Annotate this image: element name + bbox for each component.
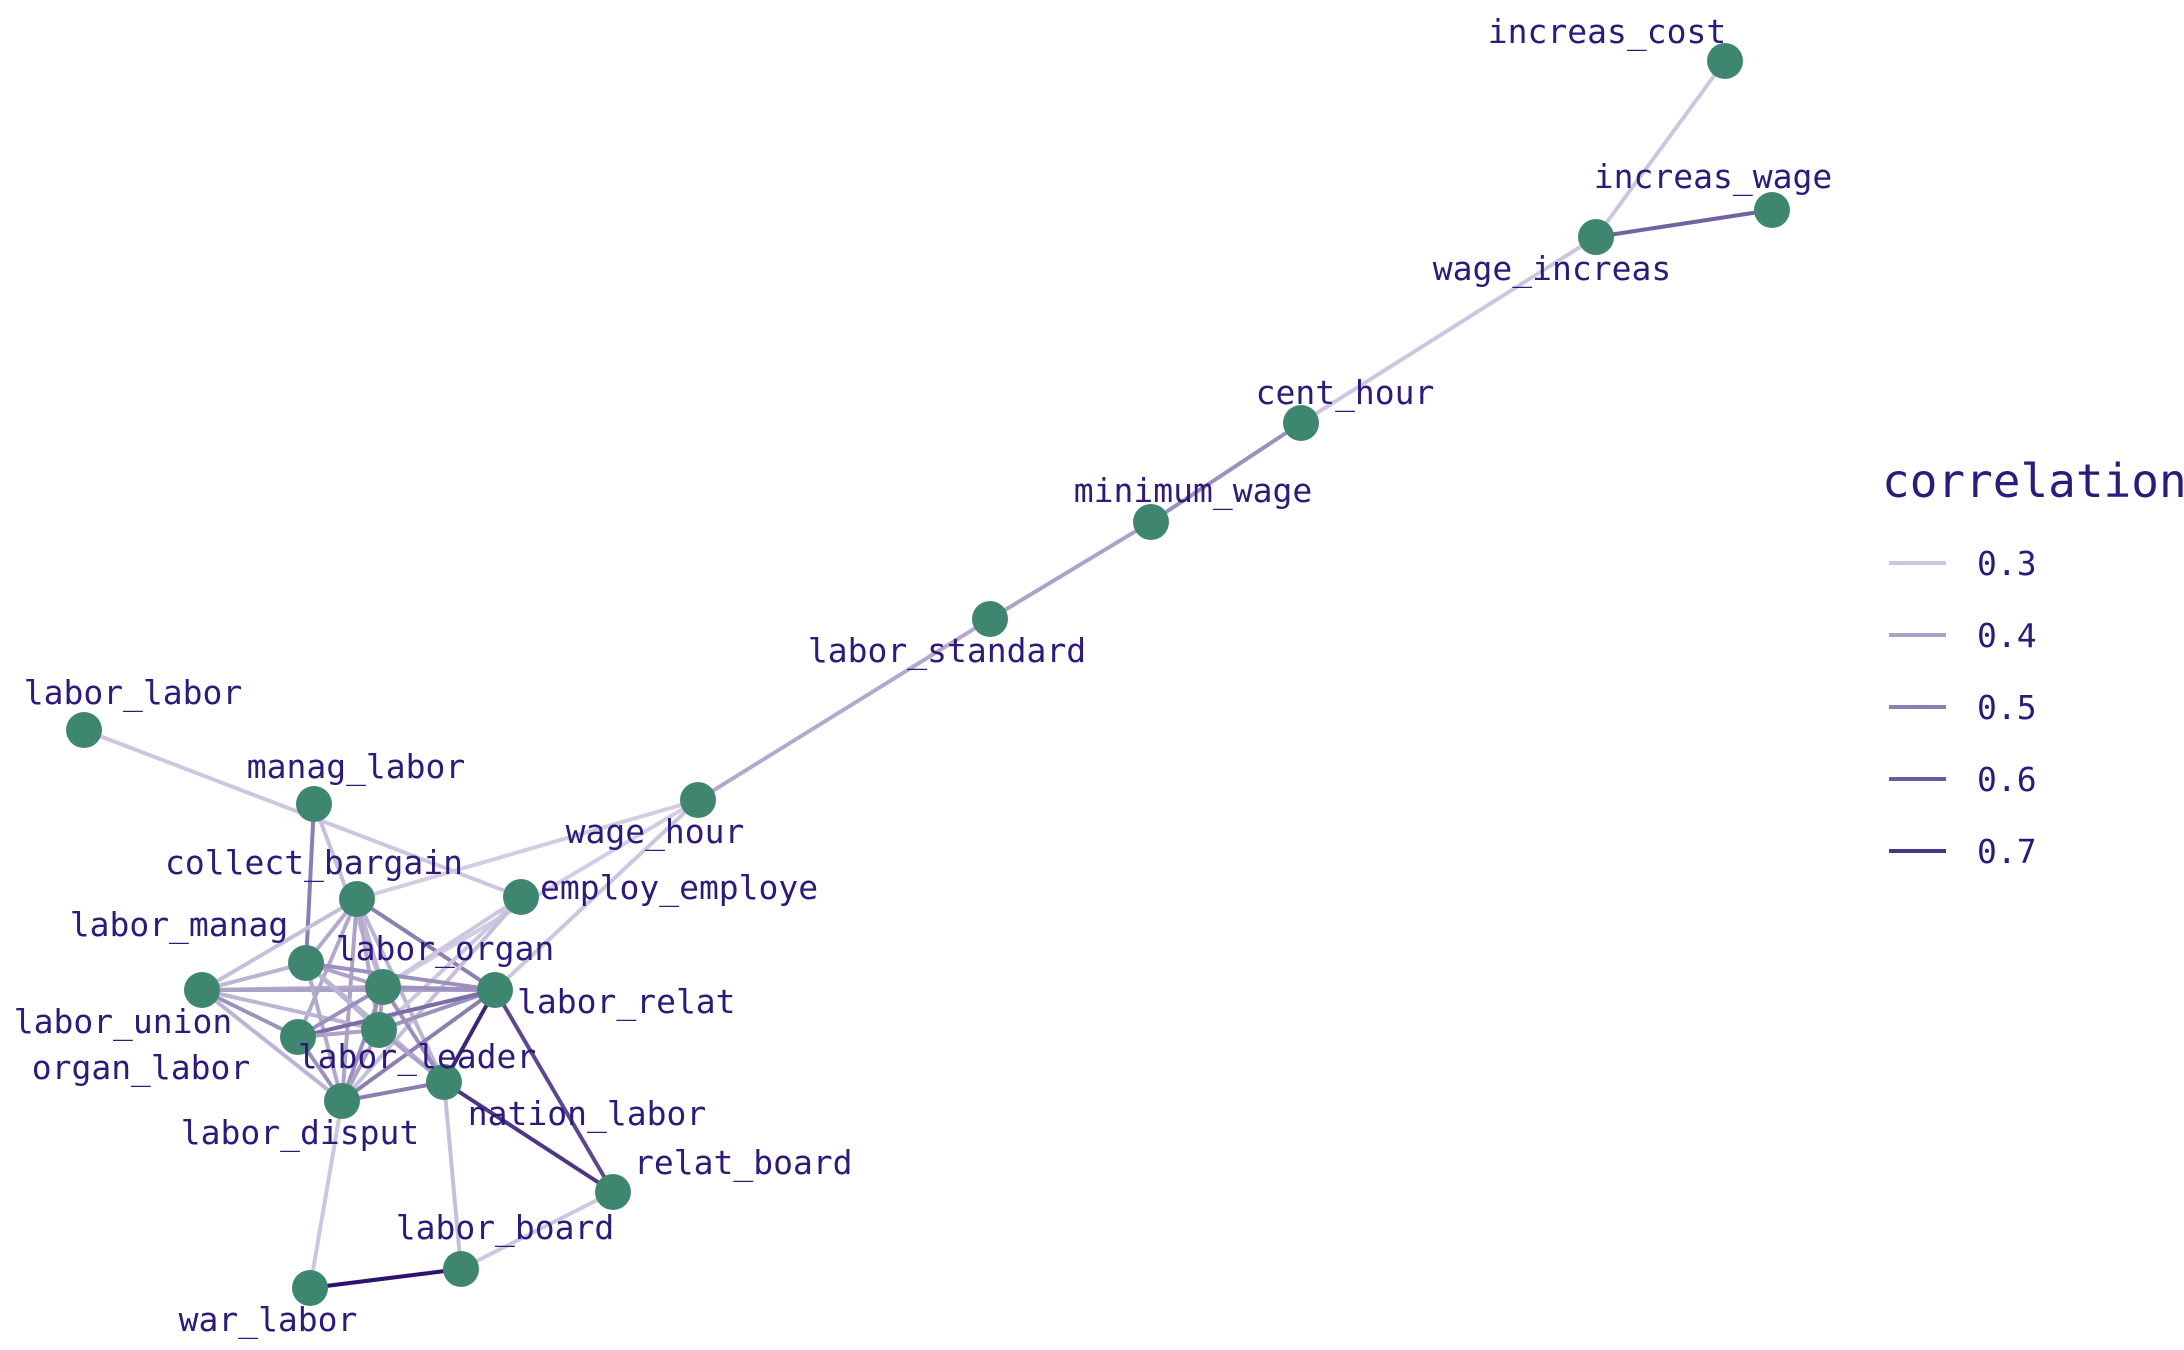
legend-items: 0.3 0.4 0.5 0.6 0.7 [1889,544,2037,871]
node-employ_employe [503,879,539,915]
node-label-manag_labor: manag_labor [247,747,466,787]
node-label-labor_leader: labor_leader [298,1037,536,1077]
node-label-labor_standard: labor_standard [808,631,1086,671]
edge-labor_manag-labor_relat [304,961,497,992]
node-label-labor_labor: labor_labor [24,673,243,713]
node-label-employ_employe: employ_employe [540,868,818,908]
edge-labor_relat-relat_board [493,988,615,1194]
node-nation_labor [426,1064,462,1100]
legend-label-0.7: 0.7 [1977,832,2037,871]
legend-label-0.4: 0.4 [1977,616,2037,655]
node-wage_increas [1578,219,1614,255]
node-labor_labor [66,712,102,748]
node-collect_bargain [339,881,375,917]
edge-labor_standard-wage_hour [696,617,992,802]
edge-increas_cost-wage_increas [1594,59,1727,239]
node-increas_cost [1707,43,1743,79]
edge-collect_bargain-labor_union [200,897,359,992]
node-label-labor_union: labor_union [14,1002,233,1042]
node-labor_manag [288,945,324,981]
node-label-collect_bargain: collect_bargain [165,843,463,883]
node-cent_hour [1283,405,1319,441]
edge-labor_organ-nation_labor [381,985,446,1084]
node-label-organ_labor: organ_labor [32,1048,251,1088]
edge-relat_board-labor_board [459,1190,615,1271]
edge-nation_labor-labor_board [442,1080,463,1271]
edge-labor_union-labor_disput [200,988,344,1103]
node-wage_hour [680,782,716,818]
edge-employ_employe-labor_organ [381,895,523,989]
legend-label-0.6: 0.6 [1977,760,2037,799]
edge-labor_disput-war_labor [308,1099,344,1290]
edge-labor_relat-organ_labor [296,988,497,1039]
node-label-labor_disput: labor_disput [181,1113,419,1153]
edge-employ_employe-labor_leader [377,895,523,1032]
node-labor_disput [324,1083,360,1119]
node-increas_wage [1754,192,1790,228]
node-war_labor [292,1270,328,1306]
edge-employ_employe-labor_disput [340,895,523,1103]
node-label-labor_manag: labor_manag [70,905,289,945]
edge-cent_hour-minimum_wage [1149,421,1303,524]
node-labor_standard [972,601,1008,637]
node-labor_board [443,1251,479,1287]
edge-wage_increas-cent_hour [1299,235,1598,425]
node-manag_labor [296,786,332,822]
node-label-increas_wage: increas_wage [1594,157,1832,197]
node-labor_leader [361,1012,397,1048]
node-label-labor_board: labor_board [396,1208,615,1248]
node-label-nation_labor: nation_labor [468,1094,706,1134]
node-labor_relat [477,972,513,1008]
edge-minimum_wage-labor_standard [988,520,1153,621]
edge-wage_hour-collect_bargain [355,798,700,901]
node-minimum_wage [1133,504,1169,540]
node-label-wage_hour: wage_hour [566,812,745,852]
legend-label-0.3: 0.3 [1977,544,2037,583]
node-relat_board [595,1174,631,1210]
node-label-relat_board: relat_board [634,1143,853,1183]
node-label-war_labor: war_labor [179,1300,358,1340]
legend-label-0.5: 0.5 [1977,688,2037,727]
edge-labor_organ-labor_disput [340,985,385,1103]
edge-nation_labor-relat_board [442,1080,615,1194]
legend: correlation 0.3 0.4 0.5 0.6 0.7 [1882,454,2184,871]
node-label-labor_relat: labor_relat [517,982,736,1022]
node-label-labor_organ: labor_organ [336,929,555,969]
node-label-increas_cost: increas_cost [1488,12,1726,52]
edge-labor_relat-labor_disput [340,988,497,1103]
edge-manag_labor-labor_manag [304,802,316,965]
node-label-minimum_wage: minimum_wage [1074,471,1312,511]
edge-wage_increas-increas_wage [1594,208,1774,239]
edge-labor_board-war_labor [308,1267,463,1290]
edge-wage_hour-labor_organ [381,798,700,989]
edge-collect_bargain-labor_relat [355,897,497,992]
node-label-cent_hour: cent_hour [1256,373,1435,413]
labels-layer: increas_cost increas_wage wage_increascent… [14,12,1832,1340]
node-labor_organ [365,969,401,1005]
node-labor_union [184,972,220,1008]
legend-title: correlation [1882,454,2184,508]
nodes-layer [66,43,1790,1306]
edge-labor_organ-labor_relat [381,985,497,992]
edge-wage_hour-labor_relat [493,798,700,992]
node-organ_labor [280,1019,316,1055]
node-label-wage_increas: wage_increas [1433,249,1671,289]
